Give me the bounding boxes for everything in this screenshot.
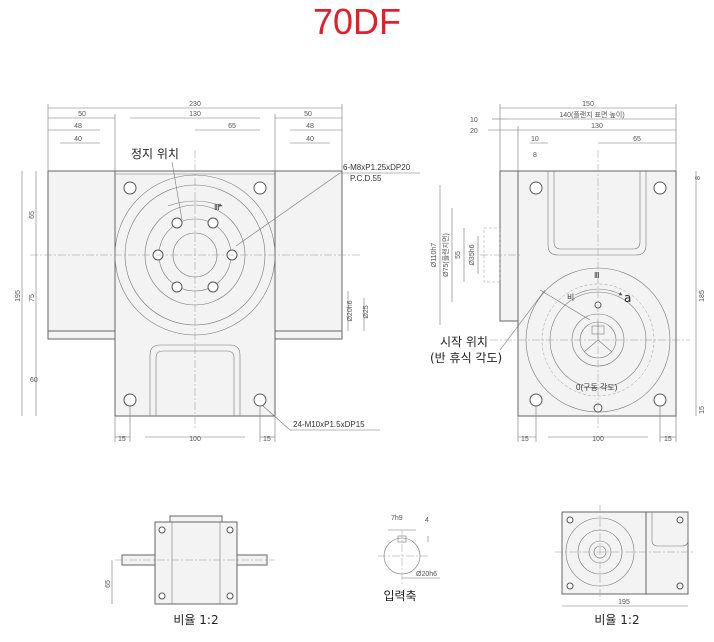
side-dim-10b: 10 [531, 136, 539, 143]
top-tap-callout: 6-M8xP1.25xDP20 [343, 163, 411, 172]
base-tap-callout: 24-M10xP1.5xDP15 [293, 420, 365, 429]
dim-60: 60 [30, 377, 38, 384]
side-dim-10a: 10 [470, 117, 478, 124]
side-dim-8: 8 [533, 152, 537, 159]
key-dim-4: 4 [425, 517, 429, 524]
side-dim-100: 100 [592, 436, 604, 443]
label-a: a [624, 291, 631, 305]
front-view: Ⅲ 정지 위치 6-M8xP1.25xDP20 P.C.D.55 24-M10x… [15, 101, 420, 443]
drawing-title: 70DF [313, 1, 401, 42]
dim-130: 130 [189, 111, 201, 118]
scale-label-left: 비율 1:2 [173, 613, 218, 627]
dim-48-left: 48 [74, 123, 82, 130]
small-front-view: 65 비율 1:2 [105, 515, 275, 627]
small-dim-195: 195 [618, 599, 630, 606]
side-dim-15-left: 15 [521, 436, 529, 443]
small-dim-65: 65 [105, 580, 112, 588]
side-dim-55: 55 [455, 251, 462, 259]
label-b: 비 [567, 293, 574, 302]
dim-dia-20: Ø20h6 [347, 300, 354, 321]
side-dim-150: 150 [582, 101, 594, 108]
input-shaft-label: 입력축 [383, 589, 416, 603]
side-dim-dia-110: Ø110h7 [431, 243, 438, 267]
side-dim-20: 20 [470, 128, 478, 135]
input-shaft-section: 7h9 4 Ø20h6 입력축 [378, 515, 440, 603]
dim-dia-25: Ø25 [363, 305, 370, 318]
dim-65: 65 [228, 123, 236, 130]
dim-75: 75 [29, 294, 36, 302]
side-dim-65: 65 [633, 136, 641, 143]
pcd-callout: P.C.D.55 [350, 174, 382, 183]
zero-drive-angle: 0(구동 각도) [576, 382, 618, 392]
roman-three-side: Ⅲ [594, 271, 600, 280]
shaft-dim-dia-20: Ø20h6 [416, 571, 437, 578]
dim-50-left: 50 [78, 111, 86, 118]
key-dim-7h9: 7h9 [391, 515, 403, 522]
small-side-view: 195 비율 1:2 [555, 505, 695, 627]
side-dim-130: 130 [591, 123, 603, 130]
roman-three-front: Ⅲ [214, 203, 220, 212]
side-dim-8-right: 8 [695, 176, 702, 180]
side-dim-dia-75: Ø75(플랜지면) [441, 233, 450, 277]
dim-48-right: 48 [306, 123, 314, 130]
side-dim-dia-35: Ø35h6 [469, 244, 476, 265]
dim-50-right: 50 [304, 111, 312, 118]
stop-position-label: 정지 위치 [131, 147, 179, 161]
dim-65-vertical: 65 [29, 211, 36, 219]
dim-15-left: 15 [118, 436, 126, 443]
side-dim-140: 140(플랜지 표면 높이) [559, 110, 624, 119]
dim-15-right: 15 [263, 436, 271, 443]
dim-230: 230 [189, 101, 201, 108]
scale-label-right: 비율 1:2 [594, 613, 639, 627]
dim-195: 195 [15, 290, 22, 302]
side-dim-15-bottom: 15 [664, 436, 672, 443]
side-view: Ⅲ 비 a 0(구동 각도) 시작 위치 (반 휴식 각도) 150 140(플… [430, 101, 706, 443]
half-rest-angle-label: (반 휴식 각도) [430, 351, 502, 365]
dim-100: 100 [189, 436, 201, 443]
dim-40-left: 40 [74, 136, 82, 143]
start-position-label: 시작 위치 [440, 335, 488, 349]
side-dim-185: 185 [699, 290, 706, 302]
dim-40-right: 40 [306, 136, 314, 143]
side-dim-15-right: 15 [699, 406, 706, 414]
